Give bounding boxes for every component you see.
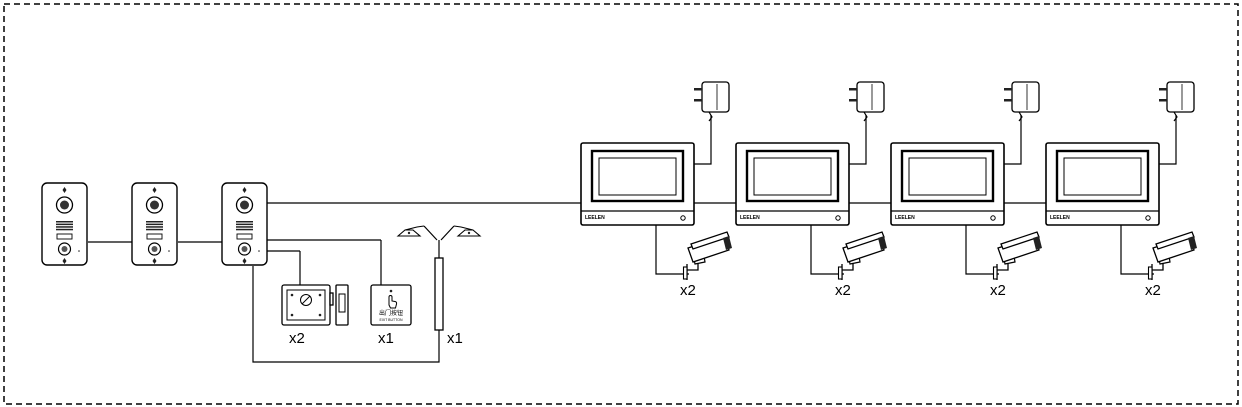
power-adapter-icon bbox=[694, 81, 730, 122]
outdoor-station bbox=[131, 182, 178, 266]
monitor-screen: LEELEN bbox=[890, 142, 1005, 226]
power-adapter-icon bbox=[1159, 81, 1195, 122]
outdoor-station bbox=[41, 182, 88, 266]
monitor-brand-label: LEELEN bbox=[740, 215, 760, 221]
outdoor-station bbox=[221, 182, 268, 266]
indoor-monitor-unit: LEELEN x2 bbox=[735, 81, 887, 299]
exit-button-label-cn: 出门按钮 bbox=[379, 309, 403, 317]
monitor-screen: LEELEN bbox=[735, 142, 850, 226]
exit-button-quantity: x1 bbox=[378, 330, 394, 347]
exit-button-label-en: EXIT BUTTON bbox=[379, 318, 402, 322]
cctv-camera-icon bbox=[837, 231, 887, 280]
monitor-brand-label: LEELEN bbox=[585, 215, 605, 221]
cctv-camera-icon bbox=[682, 231, 732, 280]
outdoor-stations bbox=[41, 182, 268, 266]
monitor-brand-label: LEELEN bbox=[1050, 215, 1070, 221]
indoor-monitors: LEELEN x2 LEELEN x2 LEELEN x2 LEELEN x2 bbox=[580, 81, 1197, 299]
exit-button: 出门按钮 EXIT BUTTON bbox=[370, 284, 412, 326]
monitor-brand-label: LEELEN bbox=[895, 215, 915, 221]
camera-quantity: x2 bbox=[680, 282, 696, 299]
wiring bbox=[88, 115, 1177, 363]
electric-lock bbox=[281, 284, 349, 326]
power-adapter-icon bbox=[1004, 81, 1040, 122]
camera-quantity: x2 bbox=[835, 282, 851, 299]
indoor-monitor-unit: LEELEN x2 bbox=[580, 81, 732, 299]
cctv-camera-icon bbox=[1147, 231, 1197, 280]
monitor-screen: LEELEN bbox=[1045, 142, 1160, 226]
indoor-monitor-unit: LEELEN x2 bbox=[1045, 81, 1197, 299]
cctv-camera-icon bbox=[992, 231, 1042, 280]
camera-quantity: x2 bbox=[990, 282, 1006, 299]
magnetic-lock-quantity: x1 bbox=[447, 330, 463, 347]
magnetic-lock bbox=[396, 225, 482, 331]
diagram-border bbox=[3, 3, 1239, 405]
monitor-screen: LEELEN bbox=[580, 142, 695, 226]
power-adapter-icon bbox=[849, 81, 885, 122]
camera-quantity: x2 bbox=[1145, 282, 1161, 299]
indoor-monitor-unit: LEELEN x2 bbox=[890, 81, 1042, 299]
lock-quantity: x2 bbox=[289, 330, 305, 347]
